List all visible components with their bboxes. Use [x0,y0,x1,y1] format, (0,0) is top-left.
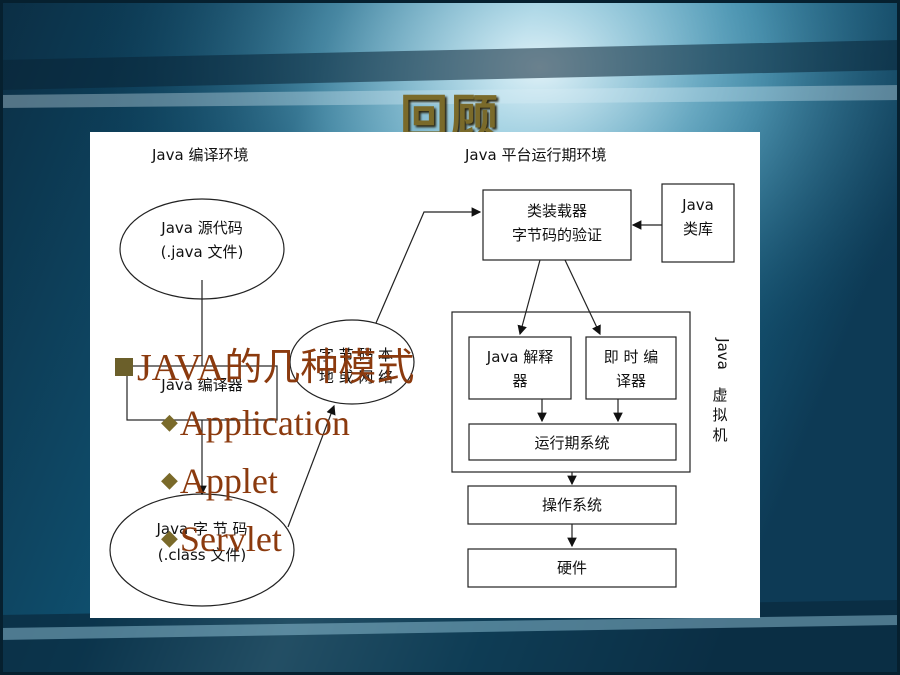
runtime-system-label: 运行期系统 [534,434,609,452]
jit-line2: 译器 [616,372,646,390]
class-loader-line1: 类装载器 [527,202,587,220]
loader-to-interpreter-arrow [517,259,541,336]
transfer-line1: 字 节 码 本 [319,346,393,364]
java-libs-line1: Java [681,196,714,214]
interpreter-line2: 器 [512,372,527,390]
compiler-label: Java 编译器 [160,376,242,394]
runtime-env-label: Java 平台运行期环境 [464,146,606,164]
class-loader-box [482,189,632,261]
java-libs-box [661,183,735,263]
interpreter-box [468,336,572,400]
loader-to-jit-arrow [564,259,601,336]
compile-env-label: Java 编译环境 [151,146,248,164]
bullet-item: ◆Applet [161,457,278,504]
hardware-label: 硬件 [557,559,587,577]
jvm-label-2: 虚 [712,386,727,404]
diamond-bullet-icon: ◆ [161,525,178,550]
bullet-item-text: Applet [179,461,278,501]
bullet-item: ◆Servlet [161,515,282,562]
jit-line1: 即 时 编 [604,348,659,366]
interpreter-line1: Java 解释 [486,348,553,366]
java-libs-line2: 类库 [683,220,713,238]
transfer-to-loader-arrow [375,207,482,324]
bullet-item: ◆Application [161,399,350,446]
hardware-box [467,548,677,588]
jvm-label-1: Java [714,337,732,370]
bullet-item-text: Servlet [179,519,282,559]
jit-compiler-box [585,336,677,400]
transfer-line2: 地 或 网 络 [319,368,393,386]
os-box [467,485,677,525]
bytecode-line1: Java 字 节 码 [156,520,248,538]
source-code-line1: Java 源代码 [160,219,242,237]
os-label: 操作系统 [542,496,602,514]
runtime-system-box [468,423,677,461]
java-architecture-diagram: Java 编译环境 Java 平台运行期环境 Java 源代码 (.java 文… [90,132,760,618]
jvm-label-3: 拟 [712,406,727,424]
bytecode-transfer-node [289,319,415,405]
class-loader-line2: 字节码的验证 [512,226,602,244]
source-code-line2: (.java 文件) [161,243,244,261]
diamond-bullet-icon: ◆ [161,467,178,492]
bytecode-to-transfer-arrow [287,404,336,528]
diamond-bullet-icon: ◆ [161,409,178,434]
square-bullet-icon [115,358,133,376]
jvm-label-4: 机 [712,426,727,444]
bytecode-line2: (.class 文件) [158,546,246,564]
bullet-item-text: Application [179,403,350,443]
bullet-heading-text: JAVA的几种模式 [137,347,415,389]
bullet-heading: JAVA的几种模式 [115,343,414,393]
